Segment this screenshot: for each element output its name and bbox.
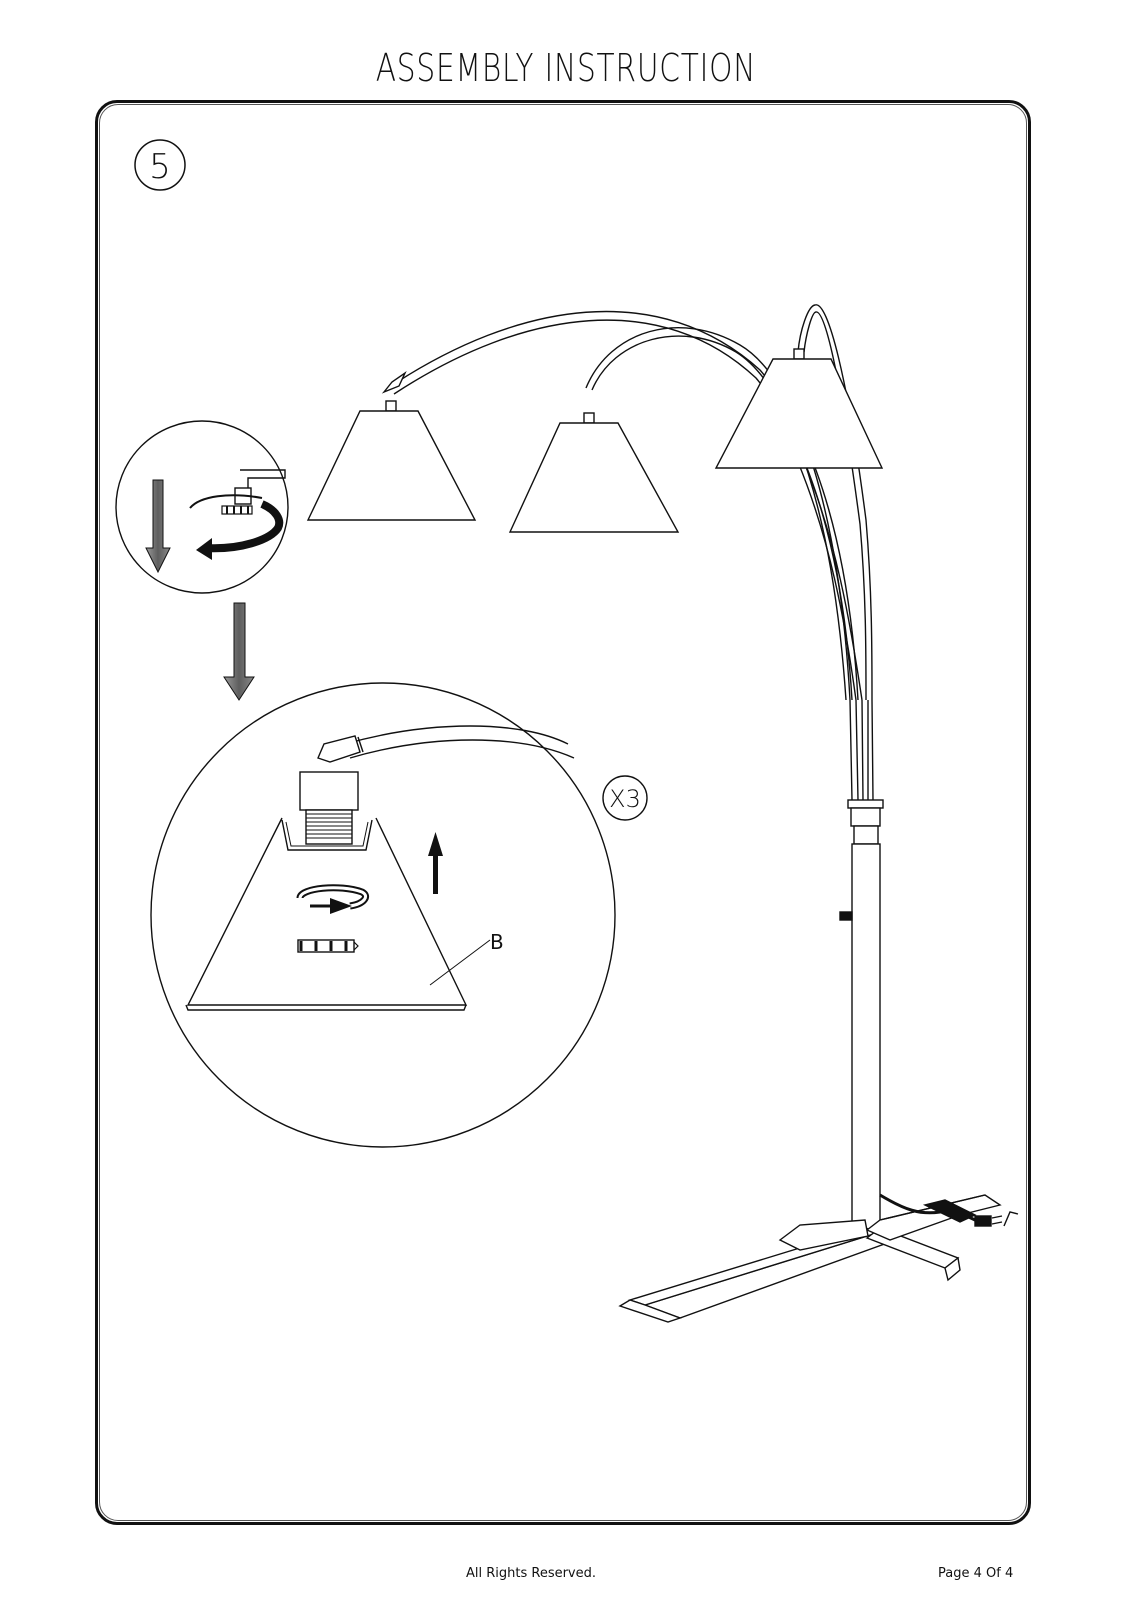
quantity-badge: X3	[602, 775, 648, 821]
lamp-base	[618, 1194, 1002, 1323]
step-number: 5	[149, 147, 171, 187]
lamp-pole	[851, 843, 881, 1235]
instruction-frame	[95, 100, 1031, 1525]
page-title: ASSEMBLY INSTRUCTION	[375, 46, 757, 90]
quantity-text: X3	[609, 785, 641, 813]
detail-circle-large: B	[150, 682, 616, 1148]
footer-page-number: Page 4 Of 4	[938, 1566, 1014, 1581]
lamp-shade-left	[306, 400, 477, 521]
floor-lamp	[306, 304, 1019, 1323]
down-arrow-icon	[223, 602, 255, 701]
power-cord	[879, 1193, 1019, 1227]
part-label: B	[490, 930, 504, 954]
lamp-shade-right	[714, 348, 884, 469]
lamp-shade-middle	[508, 412, 680, 533]
detail-circle-small	[115, 420, 289, 594]
step-number-badge: 5	[134, 139, 186, 191]
instruction-frame-inner	[99, 104, 1027, 1521]
footer-copyright: All Rights Reserved.	[465, 1566, 597, 1581]
foot-switch	[839, 911, 853, 921]
